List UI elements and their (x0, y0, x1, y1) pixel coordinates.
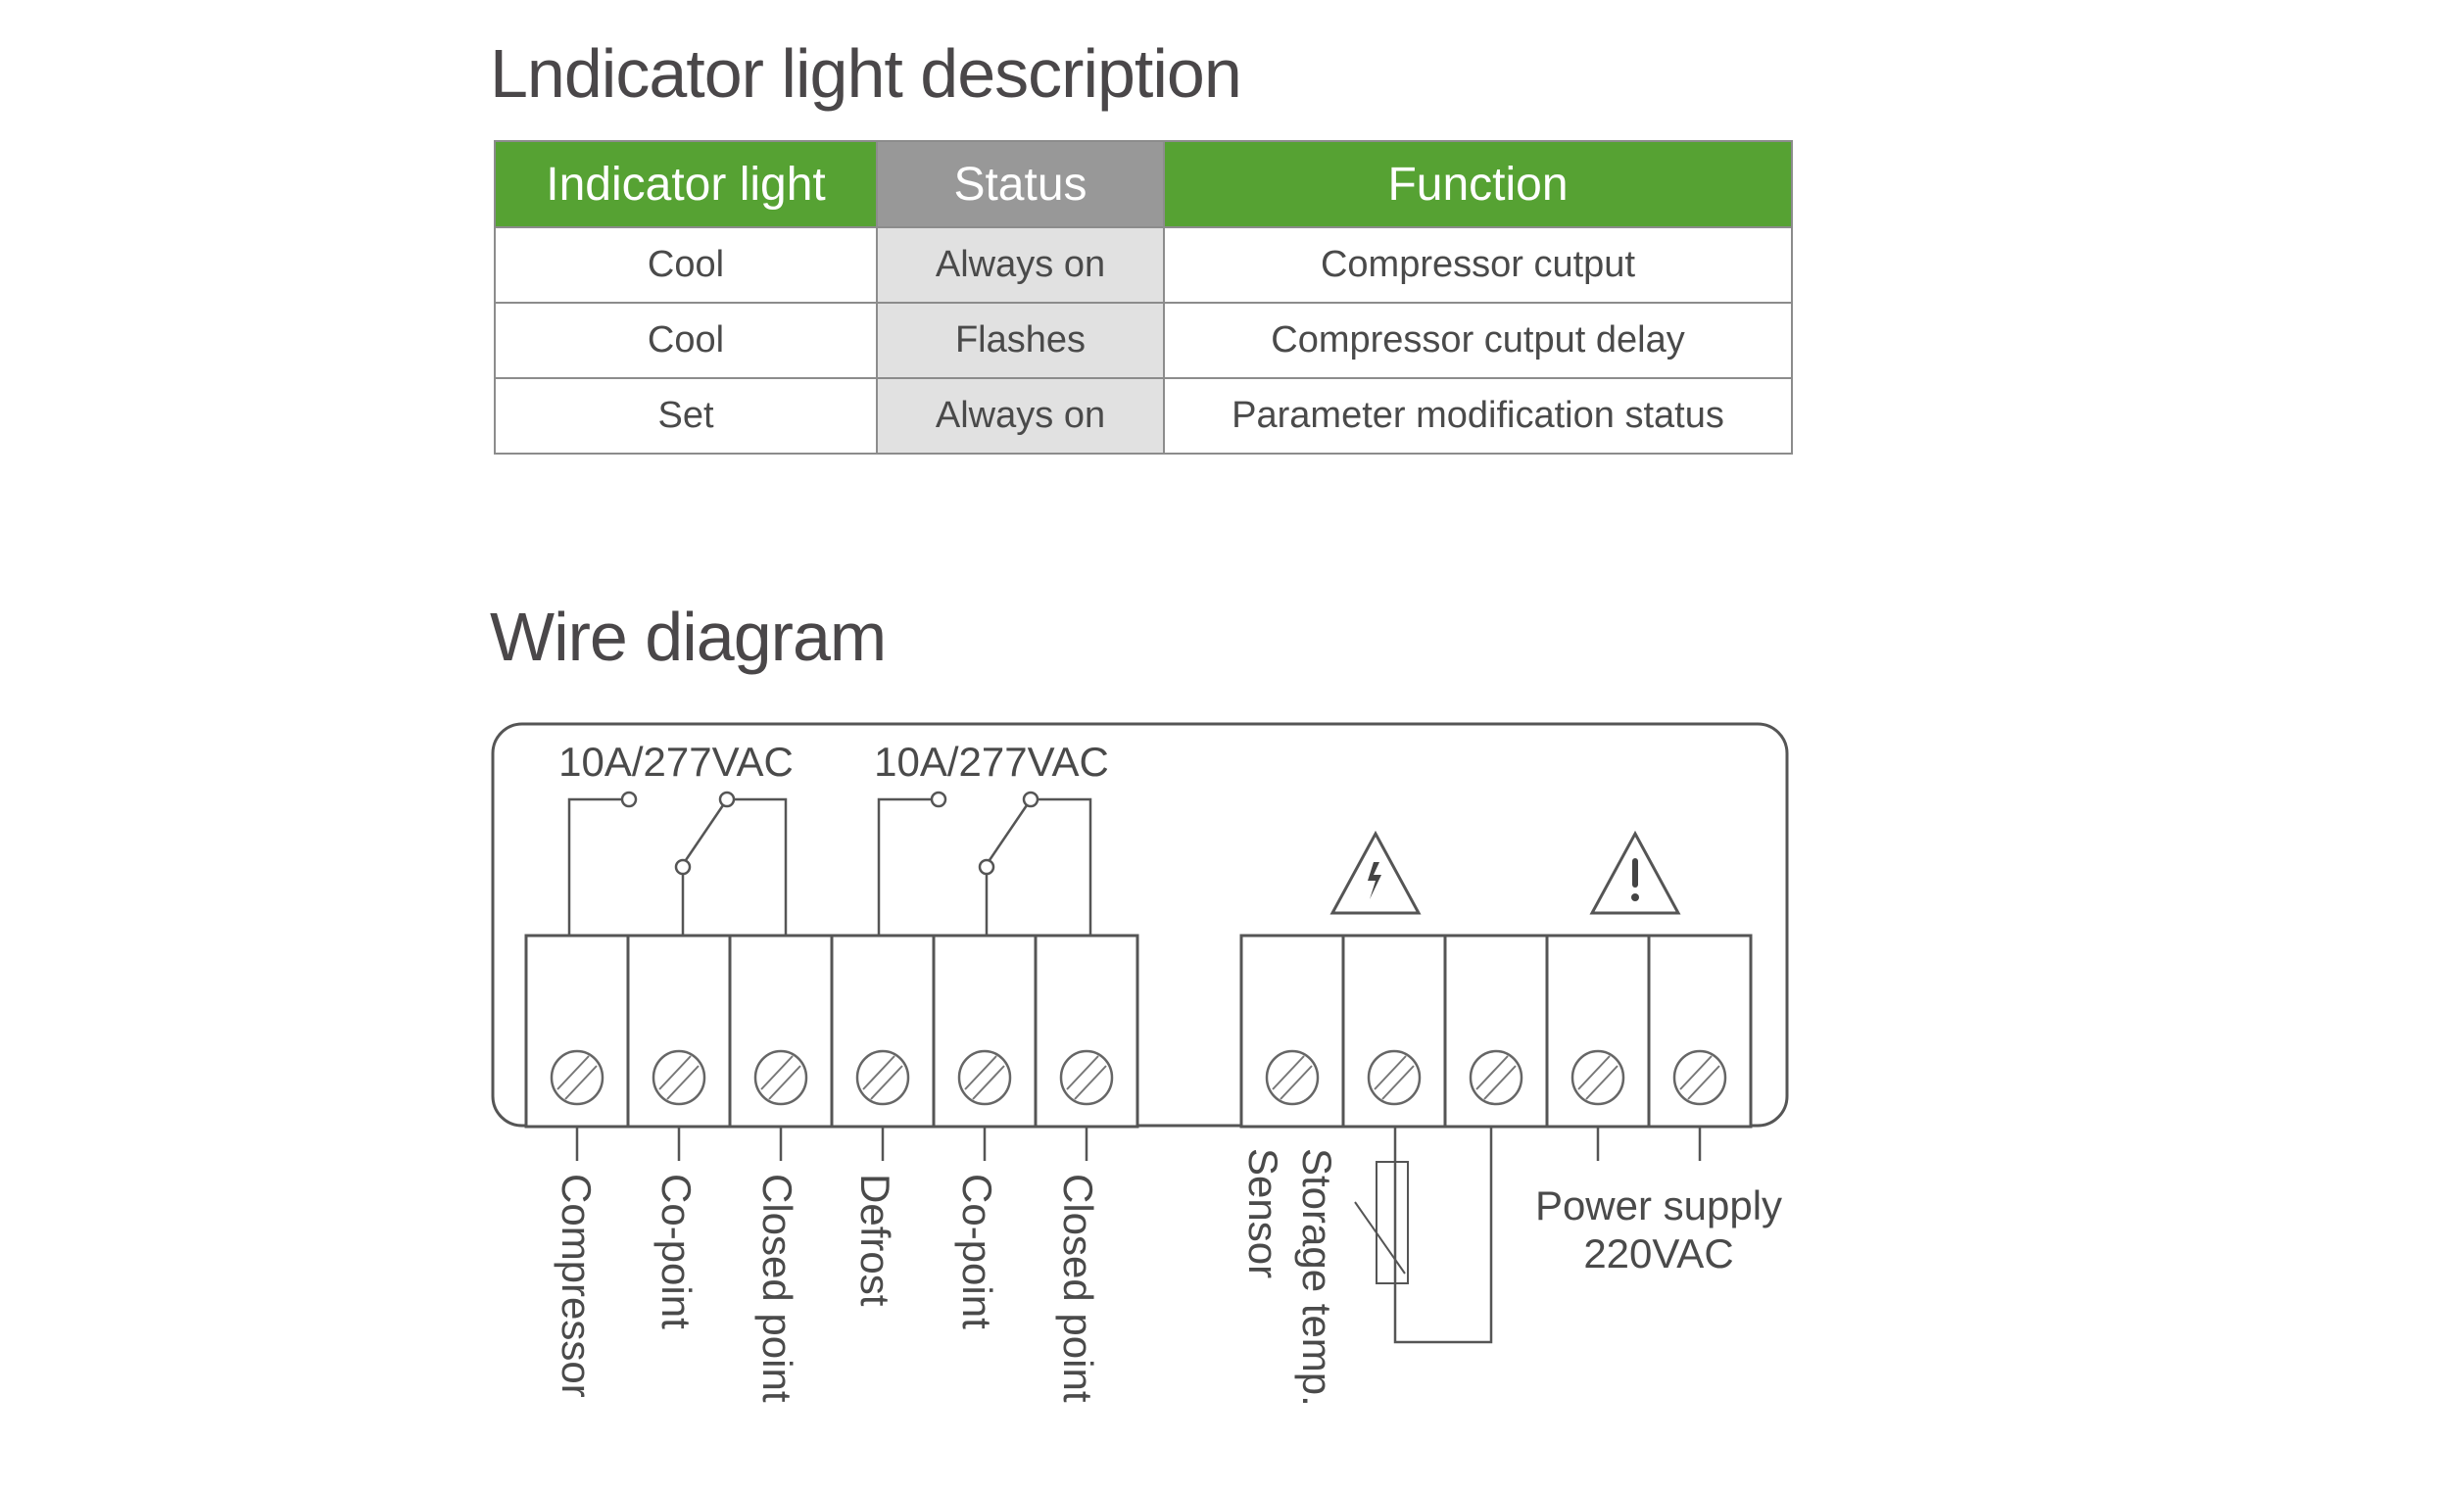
table-row: Cool Flashes Compressor cutput delay (494, 302, 1793, 379)
power-label-line1: Power supply (1535, 1182, 1782, 1228)
cell-function: Compressor cutput delay (1163, 302, 1793, 379)
cell-function: Parameter modification status (1163, 377, 1793, 455)
relay-1-contacts (567, 791, 788, 936)
terminal-label: Defrost (852, 1174, 898, 1307)
terminal-block (830, 934, 936, 1161)
indicator-section-title: Lndicator light description (490, 35, 1242, 112)
terminal-label: Closed point (1055, 1174, 1101, 1403)
screw-icon (957, 1049, 1012, 1106)
terminal-block (1545, 934, 1651, 1161)
power-label-line2: 220VAC (1583, 1230, 1733, 1276)
cell-light: Cool (494, 302, 878, 379)
table-row: Cool Always on Compressor cutput (494, 226, 1793, 304)
cell-status: Always on (876, 226, 1165, 304)
controller-housing (491, 722, 1789, 1128)
screw-icon (652, 1049, 706, 1106)
relay-2-contacts (877, 791, 1092, 936)
terminal-block (1341, 934, 1447, 1129)
screw-icon (1570, 1049, 1625, 1106)
terminal-label: Compressor (554, 1174, 600, 1398)
table-header-row: Indicator light Status Function (494, 140, 1793, 228)
screw-icon (855, 1049, 910, 1106)
header-status: Status (876, 140, 1165, 228)
terminal-labels: Compressor Co-point Closed point Defrost… (554, 1174, 1101, 1403)
terminal-block (728, 934, 834, 1161)
screw-icon (1672, 1049, 1727, 1106)
screw-icon (1265, 1049, 1320, 1106)
relay-rating-1: 10A/277VAC (558, 739, 794, 785)
cell-status: Always on (876, 377, 1165, 455)
screw-icon (1469, 1049, 1523, 1106)
terminal-block (626, 934, 732, 1161)
terminal-block (1034, 934, 1139, 1161)
screw-icon (753, 1049, 808, 1106)
terminal-block (1647, 934, 1753, 1161)
terminal-blocks (524, 934, 1753, 1161)
temperature-sensor (1354, 1127, 1493, 1344)
caution-warning-icon (1589, 830, 1681, 915)
screw-icon (1059, 1049, 1114, 1106)
terminal-label: Co-point (954, 1174, 1000, 1329)
table-row: Set Always on Parameter modification sta… (494, 377, 1793, 455)
terminal-block (932, 934, 1038, 1161)
thermistor-symbol (1376, 1161, 1409, 1284)
terminal-block (1443, 934, 1549, 1129)
wire-section-title: Wire diagram (490, 599, 887, 675)
terminal-label: Closed point (754, 1174, 800, 1403)
screw-icon (1367, 1049, 1422, 1106)
high-voltage-warning-icon (1329, 830, 1422, 915)
screw-icon (550, 1049, 604, 1106)
indicator-table: Indicator light Status Function Cool Alw… (494, 140, 1793, 455)
terminal-label: Co-point (653, 1174, 700, 1329)
cell-status: Flashes (876, 302, 1165, 379)
relay-rating-2: 10A/277VAC (874, 739, 1109, 785)
header-indicator-light: Indicator light (494, 140, 878, 228)
cell-light: Set (494, 377, 878, 455)
header-function: Function (1163, 140, 1793, 228)
sensor-label-line1: Storage temp. (1294, 1148, 1340, 1407)
cell-function: Compressor cutput (1163, 226, 1793, 304)
cell-light: Cool (494, 226, 878, 304)
terminal-block (1239, 934, 1345, 1129)
sensor-label-line2: Sensor (1240, 1148, 1286, 1278)
terminal-block (524, 934, 630, 1161)
